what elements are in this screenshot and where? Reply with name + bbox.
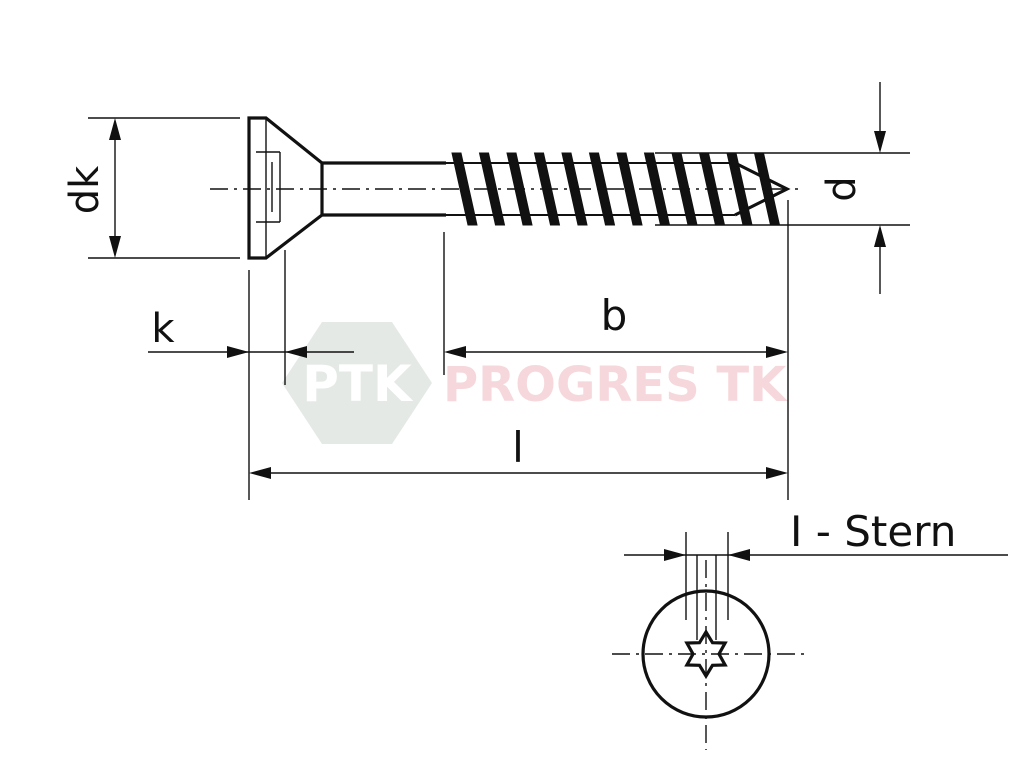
torx-recess [684,628,728,680]
thread-flight [616,152,643,226]
screw-side-view [210,116,800,260]
l-label: l [512,423,524,472]
b-label: b [601,291,628,340]
watermark-ptk-text: PTK [302,355,414,413]
dimension-dk: dk [62,117,240,259]
head-recess [256,151,281,223]
thread-flight [451,152,478,226]
drive-type-label: I - Stern [790,507,956,556]
extension-lines [248,200,789,500]
screw-head [247,116,324,260]
dimension-b: b [444,291,788,358]
dimension-l: l [249,423,788,479]
dk-label: dk [62,165,108,214]
dimension-d: d [655,82,910,294]
k-label: k [151,306,175,352]
watermark: PTK PROGRES TK [282,322,788,444]
thread-flight [588,152,616,226]
d-label: d [819,176,865,201]
dimension-k: k [148,306,354,358]
watermark-brand-text: PROGRES TK [443,357,788,413]
head-end-view: I - Stern [612,507,1008,750]
